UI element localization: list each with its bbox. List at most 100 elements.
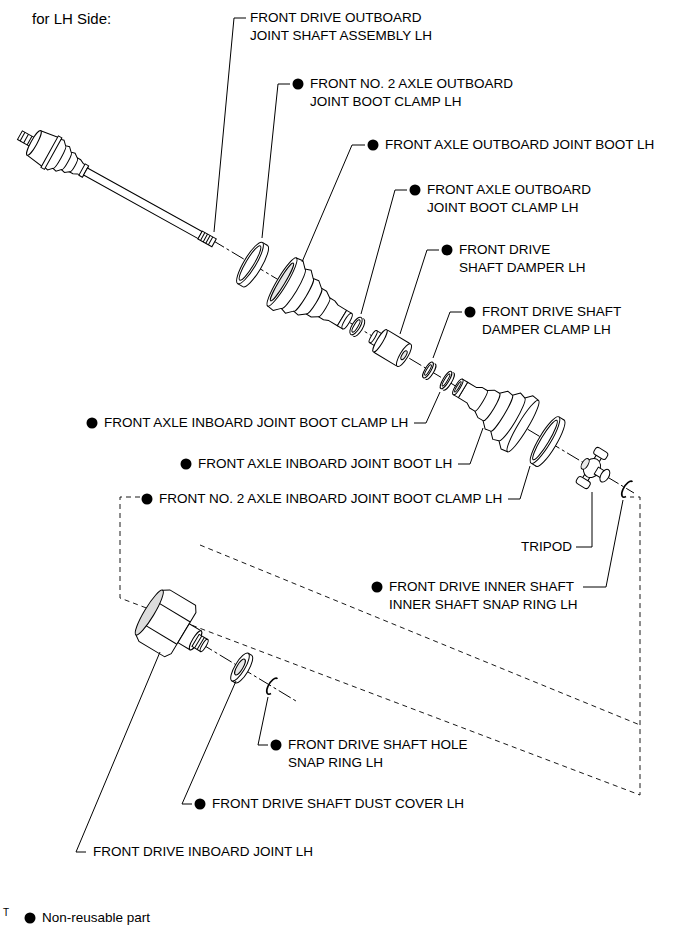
damper [365,324,414,368]
inboard-boot [454,381,462,393]
center-line [200,643,296,701]
boot-clamp [441,373,451,387]
inboard-joint [156,601,190,622]
damper [371,328,390,353]
outboard-shaft-assembly [208,237,212,245]
part-label: FRONT AXLE OUTBOARD JOINT BOOT LH [385,136,654,154]
assembly-bracket [120,497,640,795]
leader-line [214,18,246,232]
leader-line [414,392,440,423]
leader-line [262,84,290,238]
leader-line [576,492,592,547]
part-label: FRONT NO. 2 AXLE OUTBOARD JOINT BOOT CLA… [310,75,532,111]
outboard-boot [267,257,357,343]
leader-line [361,190,407,314]
outboard-shaft-assembly [24,129,43,156]
tripod [572,444,619,495]
part-label: T [3,904,9,922]
outboard-shaft-assembly [44,138,94,186]
legend-symbol [25,913,36,924]
band-clamp [232,239,272,289]
damper [394,342,414,368]
center-line [212,240,634,493]
inboard-boot [453,379,467,398]
part-label: FRONT DRIVE INBOARD JOINT LH [93,843,313,861]
part-label: FRONT AXLE INBOARD JOINT BOOT CLAMP LH [104,414,408,432]
band-clamp [530,418,561,462]
legend-text: Non-reusable part [42,909,150,927]
non-reusable-dot [271,740,282,751]
boot-clamp [351,319,362,333]
non-reusable-dot [195,799,206,810]
leader-line [302,145,365,262]
inboard-joint [143,624,177,645]
outboard-boot [263,255,364,348]
inboard-boot [440,359,544,455]
assembly-bracket [200,545,640,725]
non-reusable-dot [293,79,304,90]
part-label: FRONT DRIVE SHAFT DAMPER LH [459,241,589,277]
damper-clamp [424,364,433,376]
diagram-title: for LH Side: [32,9,111,29]
tripod [579,457,590,470]
leader-line [508,466,530,499]
non-reusable-dot [368,140,379,151]
boot-clamp [438,370,456,392]
boot-clamp [347,315,364,336]
snap-ring [619,479,634,498]
band-clamp [236,244,263,282]
assembly-bracket [120,497,640,795]
leader-line [182,681,236,804]
outboard-boot [263,255,300,308]
inboard-joint [132,588,167,638]
leader-line [583,500,623,587]
damper [400,350,409,361]
outboard-shaft-assembly [11,119,223,258]
leader-line [258,697,268,745]
dust-cover [227,651,252,684]
part-label: FRONT DRIVE SHAFT DAMPER CLAMP LH [482,303,642,339]
part-label: FRONT AXLE INBOARD JOINT BOOT LH [198,455,452,473]
inboard-boot [451,378,465,396]
non-reusable-dot [87,418,98,429]
dust-cover [233,658,247,677]
non-reusable-dot [142,494,153,505]
inboard-boot [447,363,539,452]
part-label: FRONT DRIVE OUTBOARD JOINT SHAFT ASSEMBL… [250,9,440,45]
damper-clamp [421,361,438,381]
snap-ring [619,479,634,498]
band-clamp [526,414,569,470]
band-clamp [232,239,267,286]
part-label: FRONT DRIVE SHAFT HOLE SNAP RING LH [288,736,488,772]
part-label: FRONT AXLE OUTBOARD JOINT BOOT CLAMP LH [427,181,612,217]
part-label: FRONT NO. 2 AXLE INBOARD JOINT BOOT CLAM… [159,490,502,508]
non-reusable-dot [181,459,192,470]
damper-clamp [421,361,435,380]
outboard-shaft-assembly [84,168,202,239]
dust-cover [227,651,255,686]
outboard-shaft-assembly [41,136,62,169]
leader-line [433,312,462,358]
non-reusable-dot [372,582,383,593]
outboard-boot [268,262,296,303]
non-reusable-dot [410,185,421,196]
non-reusable-dot [442,245,453,256]
non-reusable-dot [465,307,476,318]
outboard-shaft-assembly [53,146,81,177]
part-label: FRONT DRIVE INNER SHAFT INNER SHAFT SNAP… [389,578,594,614]
outboard-shaft-assembly [20,132,25,141]
band-clamp [526,414,564,466]
snap-ring [264,676,279,695]
outboard-shaft-assembly [24,134,29,143]
leader-line [76,652,160,852]
leader-line [458,428,483,464]
inboard-joint [199,638,210,652]
tripod [598,468,612,484]
boot-clamp [347,315,367,338]
part-label: FRONT DRIVE SHAFT DUST COVER LH [212,795,464,813]
inboard-joint [130,584,222,672]
leader-line [400,250,439,334]
outboard-shaft-assembly [198,231,216,247]
inboard-joint [195,636,202,648]
